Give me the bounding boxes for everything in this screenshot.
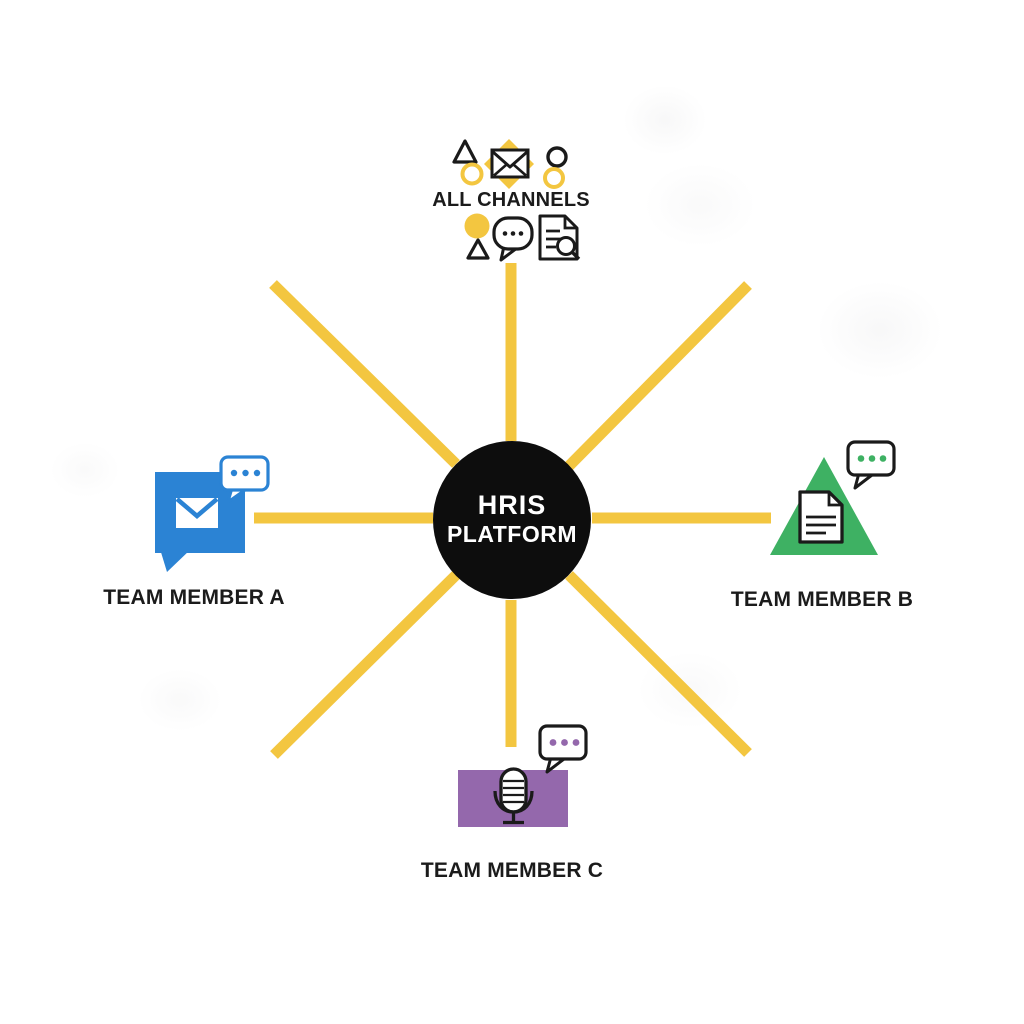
connector-line-northwest bbox=[269, 280, 460, 468]
hub-title-line1: HRIS bbox=[477, 490, 547, 521]
circle-icon bbox=[546, 146, 568, 168]
member-a-node bbox=[155, 455, 270, 572]
typing-bubble-icon bbox=[538, 724, 588, 774]
team-member-c-label: TEAM MEMBER C bbox=[420, 859, 604, 882]
team-member-a-label: TEAM MEMBER A bbox=[103, 586, 285, 609]
typing-bubble-icon bbox=[219, 455, 270, 504]
microphone-icon bbox=[493, 767, 534, 825]
connector-line-northeast bbox=[565, 281, 752, 470]
speech-bubble-icon bbox=[492, 216, 534, 262]
connector-lines bbox=[254, 263, 771, 759]
all-channels-label: ALL CHANNELS bbox=[432, 189, 590, 211]
triangle-icon bbox=[452, 139, 478, 164]
document-search-icon bbox=[538, 214, 581, 261]
member-b-node bbox=[770, 440, 896, 555]
team-member-b-label: TEAM MEMBER B bbox=[730, 588, 914, 611]
envelope-icon bbox=[490, 148, 530, 179]
connector-line-southwest bbox=[270, 571, 460, 759]
typing-bubble-icon bbox=[846, 440, 896, 490]
circle-icon bbox=[460, 162, 484, 186]
hub-title-line2: PLATFORM bbox=[446, 521, 578, 548]
triangle-icon bbox=[466, 238, 490, 260]
circle-icon bbox=[543, 167, 565, 189]
member-c-node bbox=[458, 724, 588, 827]
triangle-document-icon bbox=[770, 457, 878, 555]
dot-icon bbox=[464, 213, 490, 239]
hub-hris-platform: HRIS PLATFORM bbox=[433, 441, 591, 599]
all-channels-node bbox=[452, 139, 581, 262]
connector-line-southeast bbox=[565, 571, 752, 757]
